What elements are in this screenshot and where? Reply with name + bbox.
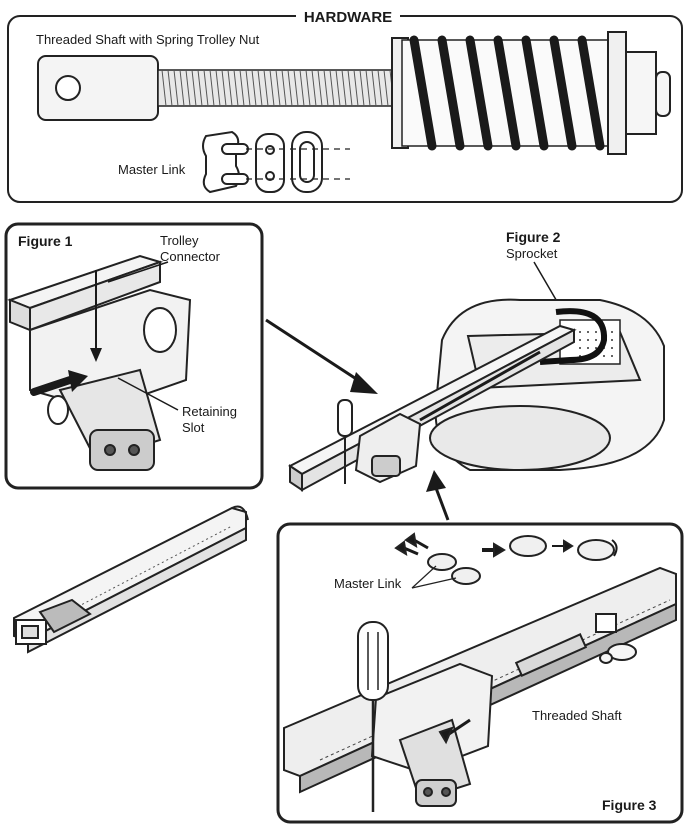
retaining-slot-label-1: Retaining [182, 404, 237, 419]
figure3-to-main-arrow [426, 470, 450, 521]
figure2-title: Figure 2 [506, 229, 561, 245]
figure3-trolley [357, 621, 494, 812]
figure3-master-link-label: Master Link [334, 576, 402, 591]
hardware-master-link-label: Master Link [118, 162, 186, 177]
figure1-title: Figure 1 [18, 233, 73, 249]
hardware-title: HARDWARE [304, 9, 392, 26]
master-link-parts [202, 130, 350, 194]
trolley-connector-label-2: Connector [160, 249, 221, 264]
figure1-arrows [30, 261, 179, 411]
retaining-slot-label-2: Slot [182, 420, 205, 435]
main-trolley [337, 399, 422, 484]
figure3-title: Figure 3 [602, 797, 657, 813]
figure1-panel: Figure 1 Trolley Connector Retaining Slo… [4, 222, 264, 490]
figure2-assembly: Figure 2 Sprocket [288, 229, 665, 521]
figure3-chain-link [599, 643, 637, 664]
loose-rail-section [13, 505, 249, 654]
trolley-nut-end [37, 55, 159, 121]
trolley-connector-label-1: Trolley [160, 233, 199, 248]
figure3-threaded-shaft-label: Threaded Shaft [532, 708, 622, 723]
spring-assembly [391, 31, 671, 155]
figure1-to-main-arrow [265, 318, 378, 394]
hardware-panel: HARDWARE Threaded Shaft with Spring Trol… [7, 6, 683, 203]
figure3-master-link [394, 532, 618, 589]
threaded-rod [157, 69, 407, 107]
threaded-shaft-label: Threaded Shaft with Spring Trolley Nut [36, 32, 260, 47]
sprocket-label: Sprocket [506, 246, 558, 261]
figure3-panel: Figure 3 Master Link Threaded Shaft [276, 522, 684, 824]
motor-unit [429, 298, 665, 471]
